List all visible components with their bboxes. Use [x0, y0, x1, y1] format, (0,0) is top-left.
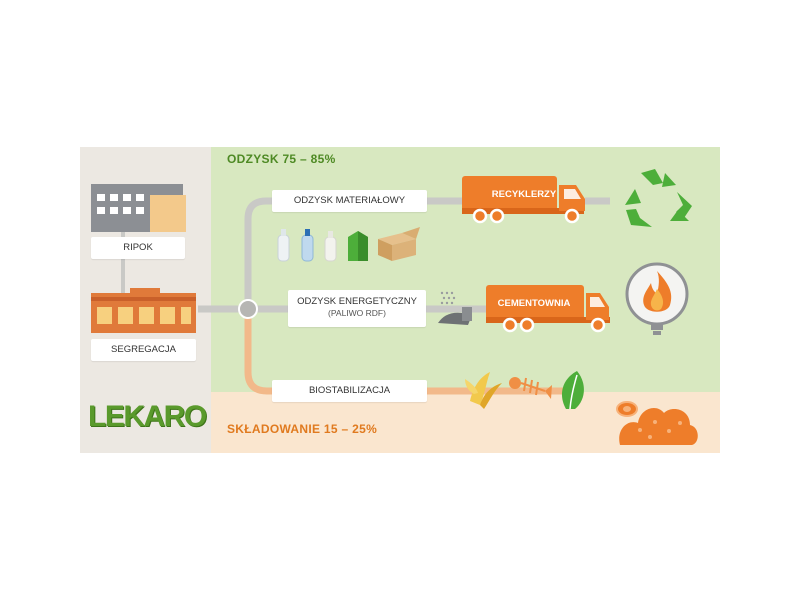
carton-icon: [348, 231, 368, 261]
banana-peel-icon: [465, 372, 502, 409]
lekaro-logo: LEKARO: [88, 400, 207, 433]
pipe-bio: [244, 309, 272, 395]
truck-label-recyclers: RECYKLERZY: [492, 189, 557, 200]
energy-recovery-title: ODZYSK ENERGETYCZNY: [297, 296, 417, 307]
waste-flow-diagram: RECYKLERZY: [80, 147, 720, 453]
bottles-icon: [277, 229, 337, 262]
factory-icon: [91, 184, 186, 232]
compost-pile-icon: [616, 401, 698, 445]
fishbone-icon: [509, 377, 552, 399]
fuel-pellets-icon: [438, 291, 472, 325]
truck-label-cement-plant: CEMENTOWNIA: [498, 298, 571, 309]
material-recovery-label: ODZYSK MATERIAŁOWY: [272, 190, 427, 212]
flame-bulb-icon: [625, 262, 689, 335]
leaf-icon: [561, 371, 584, 410]
junction-node: [238, 299, 258, 319]
landfill-zone-title: SKŁADOWANIE 15 – 25%: [227, 422, 378, 436]
pipe-material: [244, 197, 272, 309]
energy-recovery-subtitle: (PALIWO RDF): [328, 308, 386, 318]
flow-pipes: [121, 197, 610, 395]
energy-recovery-label: ODZYSK ENERGETYCZNY (PALIWO RDF): [288, 290, 426, 327]
truck-icon: RECYKLERZY: [462, 176, 585, 224]
segregation-label: SEGREGACJA: [91, 339, 196, 361]
biostabilization-label: BIOSTABILIZACJA: [272, 380, 427, 402]
sorting-plant-icon: [91, 288, 196, 333]
ripok-label: RIPOK: [91, 237, 185, 259]
recovery-zone-title: ODZYSK 75 – 85%: [227, 152, 336, 166]
box-icon: [378, 227, 420, 261]
truck-icon: CEMENTOWNIA: [486, 285, 610, 333]
recycle-icon: [625, 169, 692, 227]
flow-graphics: RECYKLERZY: [91, 169, 698, 445]
